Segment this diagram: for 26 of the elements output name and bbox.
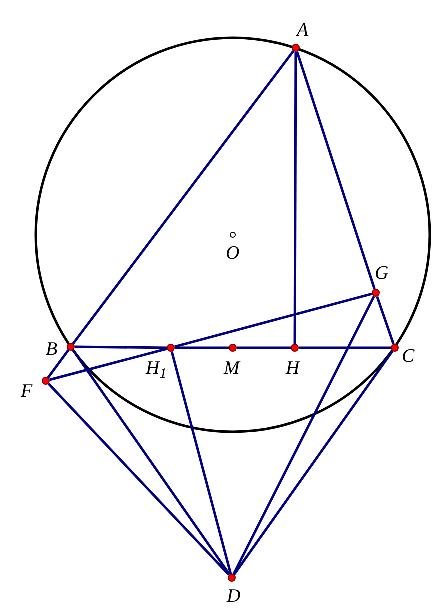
line-segment <box>72 350 231 576</box>
point-label: M <box>224 359 240 378</box>
line-segment <box>50 348 168 382</box>
line-segment <box>294 52 298 344</box>
point-label: G <box>375 264 389 283</box>
point-label: D <box>227 587 241 606</box>
point-label: H <box>286 359 300 378</box>
line-segment <box>47 349 70 379</box>
point-label: A <box>297 21 309 40</box>
point-label: F <box>21 382 33 401</box>
line-segment <box>74 346 168 350</box>
point-label: C <box>402 347 415 366</box>
line-segment <box>296 51 376 290</box>
line-segment <box>232 296 376 575</box>
point-label: H$_{1}$ <box>146 359 167 378</box>
line-segment <box>233 350 394 576</box>
line-segment <box>237 346 291 350</box>
line-segment <box>175 346 229 350</box>
line-segment <box>170 352 232 574</box>
point-label: B <box>46 340 58 359</box>
line-segment <box>48 383 230 576</box>
line-segment <box>376 296 395 345</box>
point-label: O <box>226 244 240 263</box>
line-segment <box>72 50 295 345</box>
line-segment <box>299 346 391 350</box>
line-segment <box>174 292 372 348</box>
